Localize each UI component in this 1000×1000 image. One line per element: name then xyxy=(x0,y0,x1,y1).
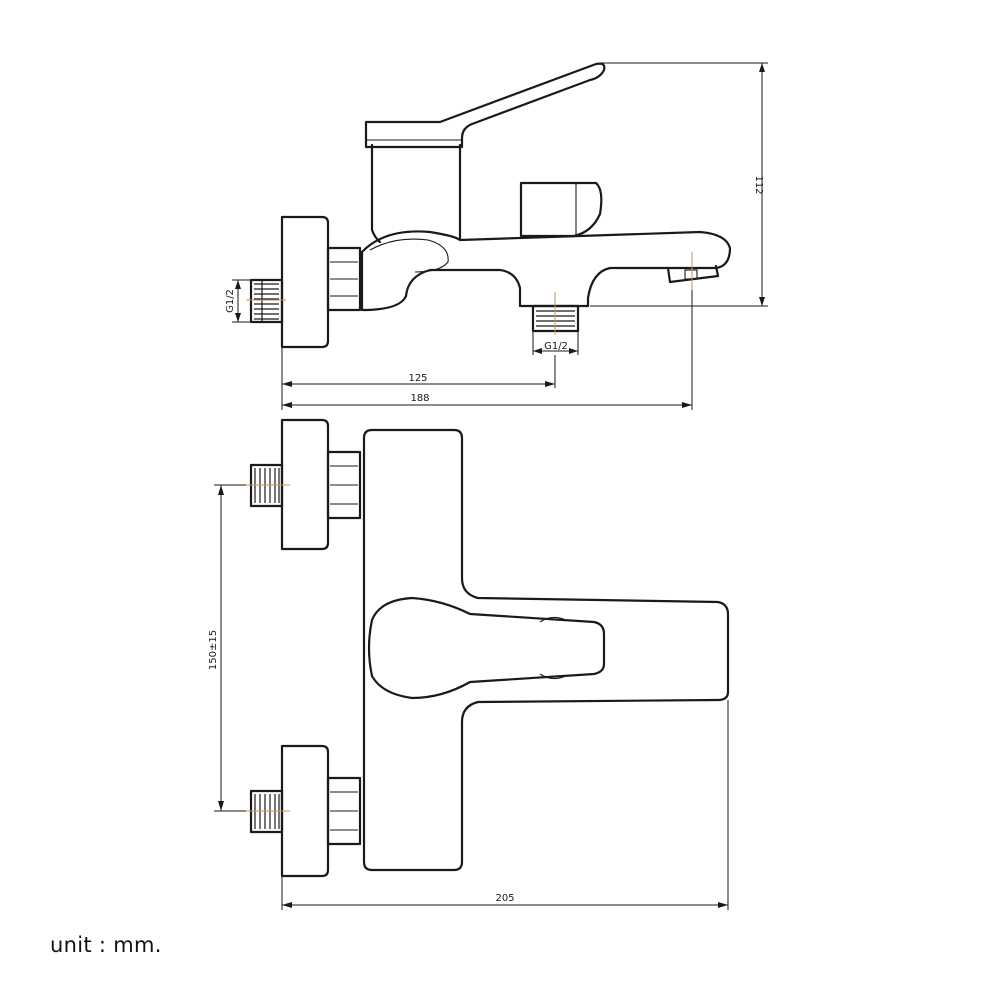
top-upper-hex-nut xyxy=(326,450,362,520)
dim-inlet-thread: G1/2 xyxy=(225,279,251,323)
dim-outlet-thread: G1/2 xyxy=(532,331,579,355)
dim-150: 150±15 xyxy=(208,484,246,812)
side-cartridge-column xyxy=(370,143,462,244)
top-lower-flange xyxy=(280,744,330,878)
top-lower-hex-nut xyxy=(326,776,362,846)
dim-205: 205 xyxy=(281,700,729,910)
dim-188-label: 188 xyxy=(410,393,429,404)
dim-125-label: 125 xyxy=(408,373,427,384)
dim-188: 188 xyxy=(282,290,693,410)
dim-height-112-label: 112 xyxy=(753,175,764,194)
top-mixer-body xyxy=(362,428,730,872)
unit-note: unit : mm. xyxy=(50,933,162,957)
dim-inlet-thread-label: G1/2 xyxy=(225,289,236,313)
side-mixer-body xyxy=(360,230,732,312)
side-diverter-knob xyxy=(519,181,603,238)
dim-height-112: 112 xyxy=(590,62,768,307)
dim-150-label: 150±15 xyxy=(208,630,219,670)
top-upper-flange xyxy=(280,418,330,551)
side-aerator xyxy=(666,264,720,284)
side-wall-flange xyxy=(280,215,330,349)
dim-125: 125 xyxy=(281,347,556,410)
side-lever-handle xyxy=(364,62,606,149)
top-view: 150±15 205 xyxy=(208,418,730,910)
top-lever-handle xyxy=(367,596,606,700)
side-hex-nut xyxy=(326,246,362,312)
side-inlet-thread xyxy=(249,278,284,324)
dim-205-label: 205 xyxy=(495,893,514,904)
side-lever-pivot xyxy=(369,238,449,273)
dim-outlet-thread-label: G1/2 xyxy=(544,341,568,352)
side-view: G1/2 G1/2 112 125 xyxy=(225,62,768,410)
top-lever-base xyxy=(539,616,567,680)
